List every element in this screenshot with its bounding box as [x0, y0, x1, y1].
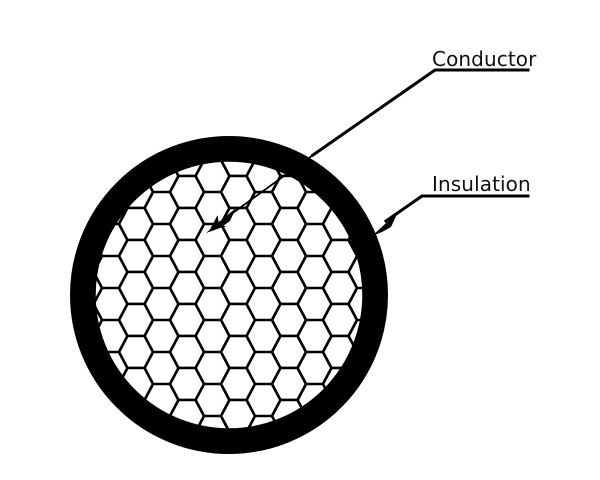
annotation-conductor: Conductor — [206, 47, 537, 233]
cable-cross-section — [70, 136, 388, 454]
insulation-leader-line — [383, 194, 530, 224]
conductor-arrowhead — [206, 208, 236, 233]
conductor-honeycomb-mesh — [95, 161, 363, 429]
conductor-leader-line — [310, 68, 530, 158]
insulation-arrowhead — [372, 212, 398, 236]
insulation-label-text: Insulation — [432, 172, 531, 196]
conductor-core-outline — [94, 160, 364, 430]
annotation-insulation: Insulation — [372, 172, 531, 236]
insulation-ring — [70, 136, 388, 454]
conductor-label-text: Conductor — [432, 47, 537, 71]
